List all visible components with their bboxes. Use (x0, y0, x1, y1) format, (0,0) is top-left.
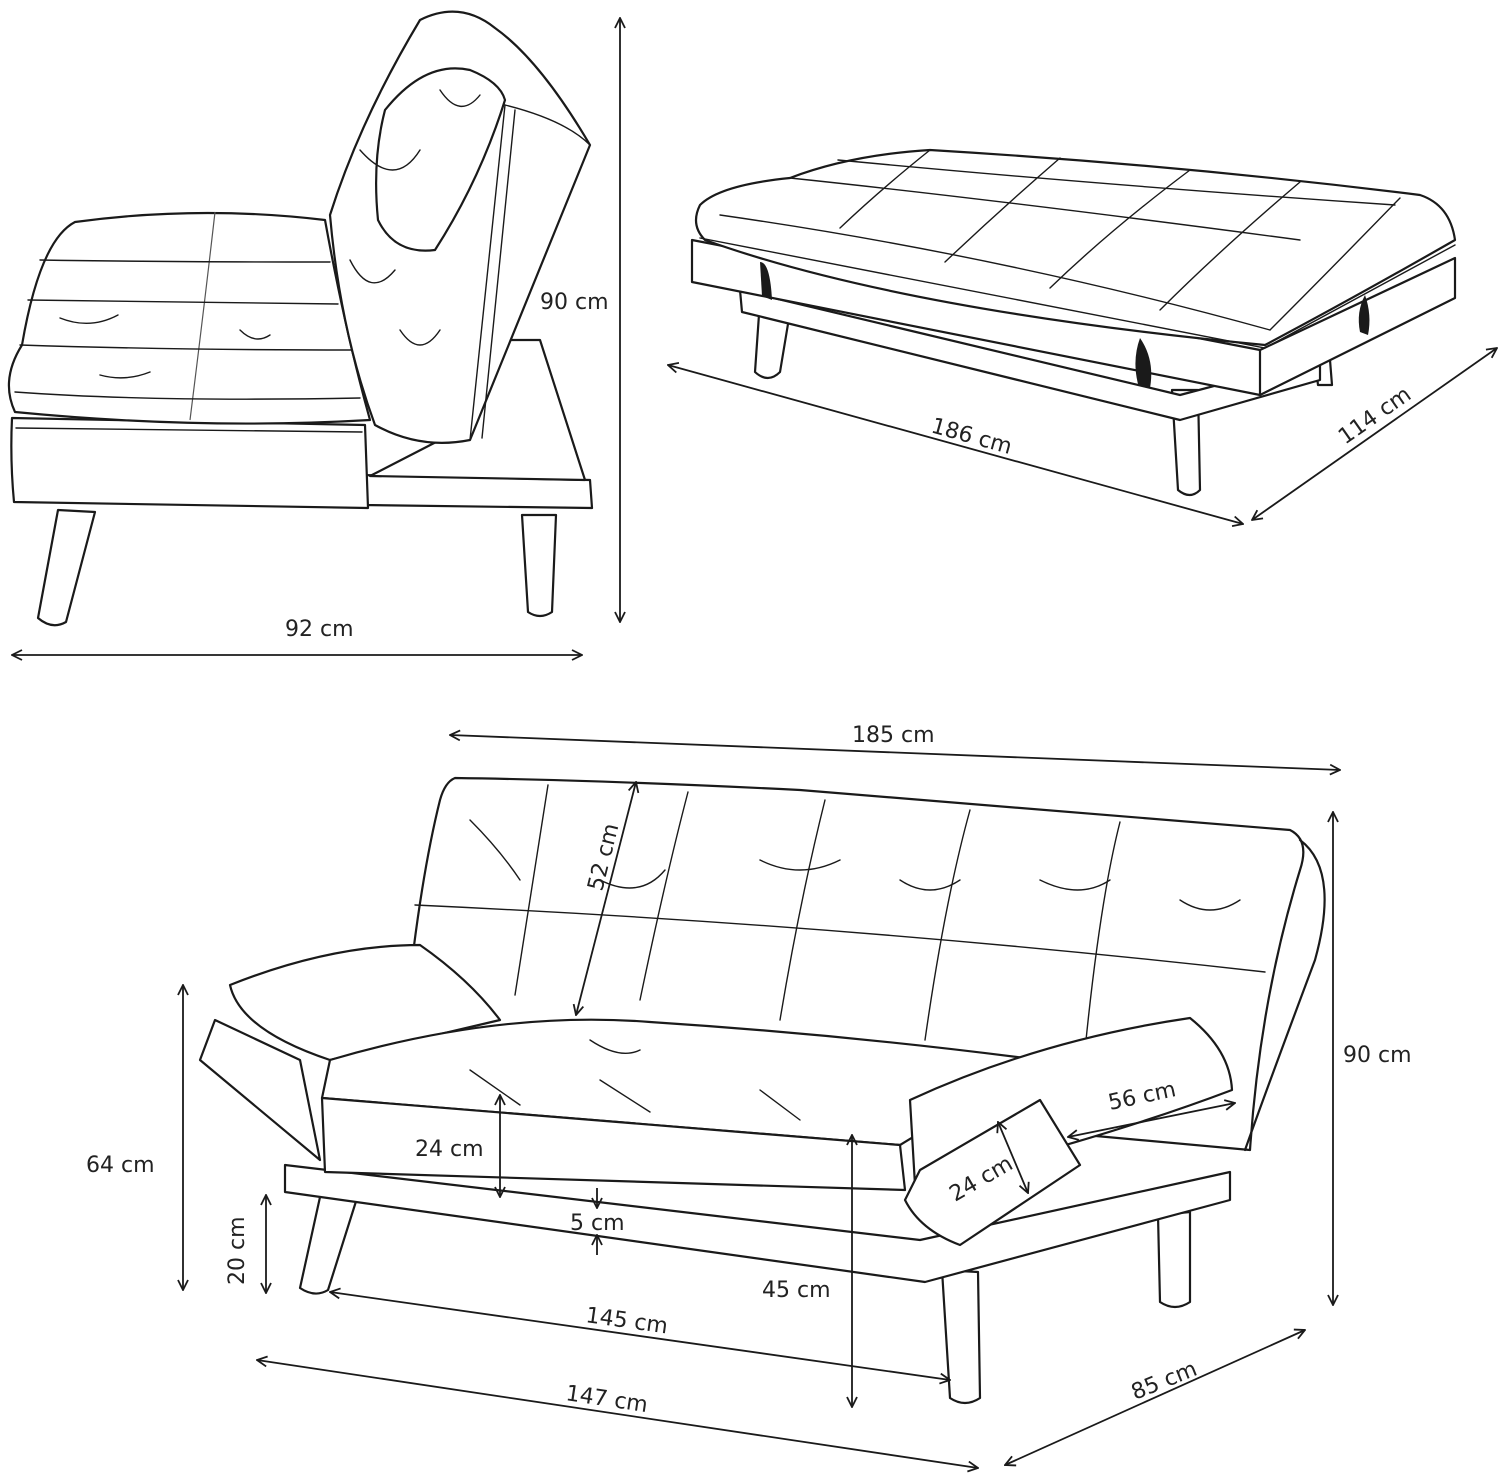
bed-length-label: 186 cm (928, 414, 1014, 460)
sofa-leg-height-label: 20 cm (225, 1216, 250, 1285)
sofa-leg-height-dimension: 20 cm (225, 1195, 266, 1293)
sofa-depth-label: 85 cm (1128, 1357, 1201, 1406)
side-view (7, 10, 594, 627)
bed-width-label: 114 cm (1334, 382, 1416, 450)
sofa-total-height-label: 90 cm (1343, 1043, 1412, 1068)
sofa-frame-thickness-dimension: 5 cm (570, 1188, 625, 1255)
sofa-seat-width-dimension: 145 cm (330, 1292, 950, 1380)
sofa-frame-thickness-label: 5 cm (570, 1211, 625, 1236)
sofa-seat-height-label: 45 cm (762, 1278, 831, 1303)
sofa-arm-height-label: 64 cm (86, 1153, 155, 1178)
sofa-seat-thickness-dimension: 24 cm (415, 1095, 500, 1197)
sofa-total-width-label: 185 cm (852, 723, 935, 748)
sofa-total-height-dimension: 90 cm (1333, 812, 1412, 1305)
side-height-dimension: 90 cm (540, 18, 620, 622)
bed-view (690, 148, 1457, 497)
sofa-arm-height-dimension: 64 cm (86, 985, 183, 1290)
sofa-view (198, 776, 1326, 1405)
sofa-total-width-dimension: 185 cm (450, 723, 1340, 770)
sofa-base-width-dimension: 147 cm (257, 1360, 978, 1468)
sofa-seat-thickness-label: 24 cm (415, 1137, 484, 1162)
side-height-label: 90 cm (540, 290, 609, 315)
sofa-depth-dimension: 85 cm (1005, 1330, 1305, 1465)
side-depth-label: 92 cm (285, 617, 354, 642)
side-depth-dimension: 92 cm (12, 617, 582, 655)
